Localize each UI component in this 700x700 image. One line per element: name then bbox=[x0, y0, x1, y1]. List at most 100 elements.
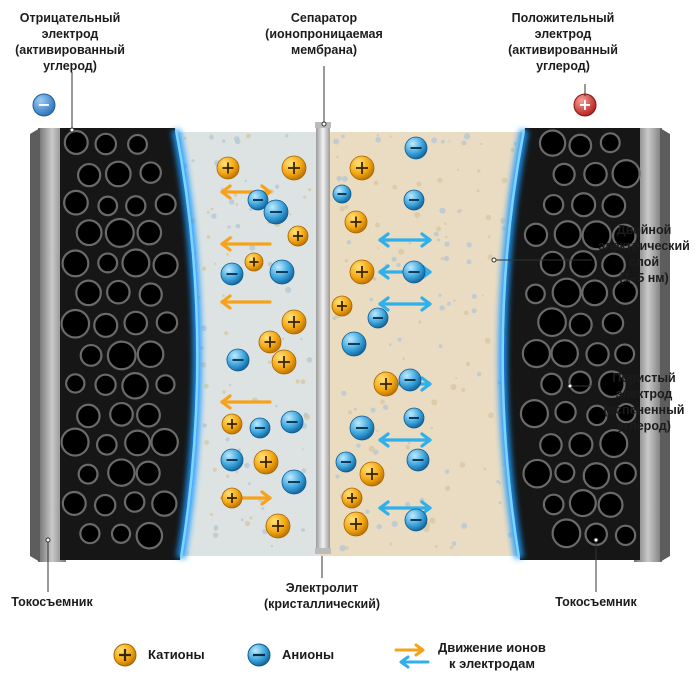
legend-anions: Анионы bbox=[246, 642, 334, 668]
grain bbox=[372, 277, 377, 281]
pore bbox=[79, 343, 103, 367]
pore bbox=[551, 277, 582, 308]
pore bbox=[581, 279, 609, 307]
grain bbox=[222, 139, 226, 143]
anion bbox=[247, 189, 269, 211]
label-line: углерод) bbox=[536, 59, 590, 73]
grain bbox=[183, 136, 187, 140]
grain bbox=[341, 175, 348, 182]
grain bbox=[300, 379, 306, 385]
legend-movement-label: Движение ионов к электродам bbox=[438, 640, 546, 672]
grain bbox=[191, 159, 195, 163]
current-collector-left bbox=[30, 128, 66, 562]
pore bbox=[539, 433, 563, 457]
grain bbox=[345, 546, 349, 550]
grain bbox=[466, 259, 472, 265]
cation bbox=[287, 225, 309, 247]
grain bbox=[439, 305, 445, 311]
label-negative-electrode: Отрицательный электрод (активированный у… bbox=[4, 10, 136, 74]
grain bbox=[513, 141, 517, 146]
grain bbox=[408, 241, 412, 245]
grain bbox=[430, 426, 433, 430]
pore bbox=[104, 160, 132, 188]
grain bbox=[353, 407, 357, 411]
pore bbox=[63, 189, 89, 216]
grain bbox=[444, 235, 448, 239]
grain bbox=[440, 139, 445, 144]
grain bbox=[466, 361, 470, 365]
terminal-minus-sign: − bbox=[37, 95, 50, 114]
double-layer-glow bbox=[171, 129, 529, 559]
pore bbox=[136, 219, 163, 246]
pore bbox=[63, 129, 89, 156]
ion-arrow bbox=[220, 294, 272, 310]
grain bbox=[386, 240, 389, 244]
cation bbox=[349, 155, 375, 181]
pore bbox=[77, 463, 99, 485]
grain bbox=[224, 331, 229, 336]
grain bbox=[206, 235, 211, 239]
grain bbox=[375, 137, 382, 143]
pore bbox=[586, 404, 608, 427]
grain bbox=[202, 423, 207, 428]
pore bbox=[123, 310, 149, 336]
ion-arrow bbox=[378, 232, 432, 248]
grain bbox=[416, 181, 422, 187]
grain bbox=[303, 412, 308, 417]
cation bbox=[281, 309, 307, 335]
grain bbox=[245, 133, 251, 139]
cation bbox=[271, 349, 297, 375]
pore bbox=[155, 311, 179, 334]
grain bbox=[438, 344, 443, 349]
grain bbox=[471, 308, 477, 314]
grain bbox=[339, 545, 346, 552]
grain bbox=[439, 207, 446, 214]
grain bbox=[237, 448, 241, 452]
grain bbox=[275, 404, 278, 408]
grain bbox=[210, 513, 214, 517]
anion bbox=[404, 136, 428, 160]
grain bbox=[244, 179, 247, 182]
grain bbox=[457, 168, 460, 171]
pore bbox=[568, 489, 597, 518]
legend-cations-label: Катионы bbox=[148, 647, 205, 662]
grain bbox=[448, 140, 451, 143]
pore bbox=[568, 431, 594, 458]
grain bbox=[440, 256, 445, 261]
ion-arrow bbox=[378, 432, 432, 448]
grain bbox=[356, 443, 361, 448]
terminal-plus-sign: + bbox=[578, 95, 591, 114]
cation bbox=[221, 487, 243, 509]
grain bbox=[444, 469, 450, 474]
pore bbox=[109, 401, 134, 427]
pore bbox=[601, 193, 627, 218]
grain bbox=[463, 133, 471, 140]
cation bbox=[359, 461, 385, 487]
grain bbox=[370, 407, 376, 413]
pore bbox=[107, 458, 136, 487]
grain bbox=[368, 445, 375, 452]
grain bbox=[461, 522, 468, 529]
grain bbox=[459, 462, 466, 468]
pore bbox=[571, 192, 597, 218]
current-collector-right bbox=[634, 128, 670, 562]
label-line: Двойной bbox=[616, 223, 672, 237]
cation bbox=[281, 155, 307, 181]
label-line: углерод) bbox=[43, 59, 97, 73]
separator-membrane bbox=[315, 122, 331, 554]
grain bbox=[244, 520, 251, 527]
pore bbox=[537, 307, 567, 338]
grain bbox=[274, 184, 280, 189]
grain bbox=[341, 390, 347, 396]
grain bbox=[443, 255, 450, 262]
pore bbox=[581, 220, 612, 251]
grain bbox=[446, 301, 451, 306]
pore bbox=[60, 308, 91, 339]
grain bbox=[295, 379, 300, 384]
pore bbox=[614, 343, 636, 365]
label-line: Электролит bbox=[285, 581, 359, 595]
pore bbox=[76, 162, 102, 188]
grain bbox=[222, 294, 225, 297]
pore bbox=[60, 427, 90, 457]
grain bbox=[336, 175, 342, 182]
